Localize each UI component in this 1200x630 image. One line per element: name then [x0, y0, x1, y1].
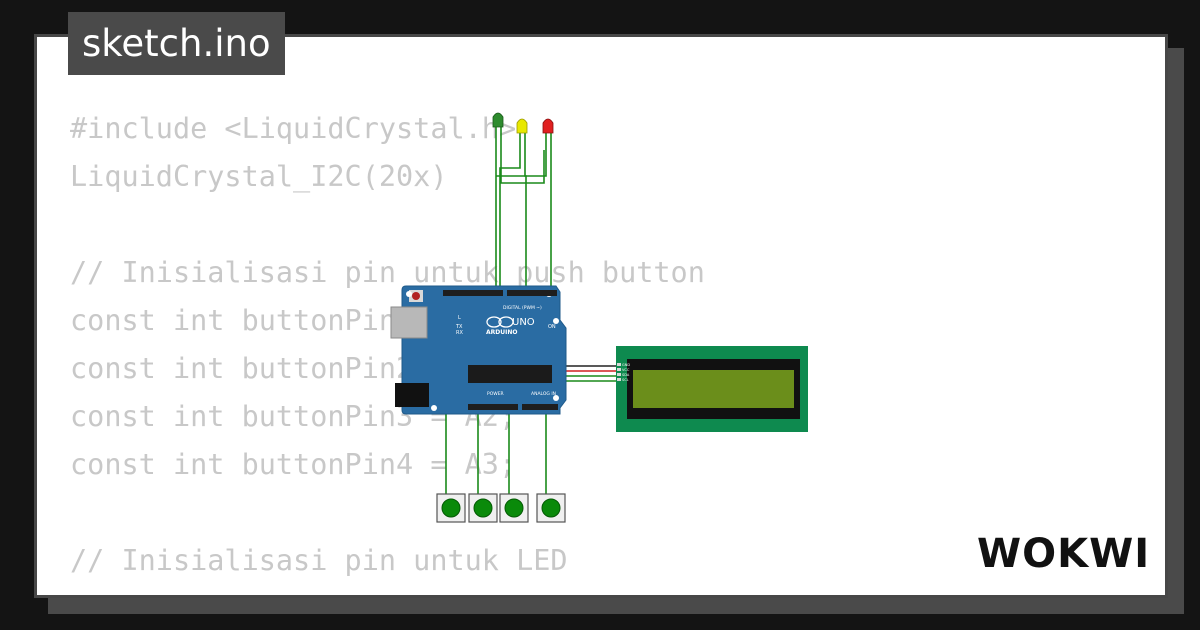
- atmega-chip: [468, 365, 552, 383]
- led-rx-label: RX: [456, 330, 463, 336]
- digital-header-right: [507, 290, 557, 296]
- code-line-1: #include <LiquidCrystal.h>: [70, 112, 517, 145]
- digital-header-left: [443, 290, 503, 296]
- uno-model-label: UNO: [512, 317, 535, 328]
- led-wires: [495, 127, 552, 288]
- analog-label: ANALOG IN: [531, 391, 556, 397]
- led-l-label: L: [458, 315, 461, 321]
- digital-label: DIGITAL (PWM ~): [503, 305, 542, 311]
- lcd-pins: [617, 363, 621, 381]
- mounting-hole: [553, 318, 559, 324]
- lcd-i2c-display[interactable]: GND VCC SDA SCL: [616, 346, 808, 432]
- lcd-pin-label: VCC: [622, 368, 630, 372]
- power-header: [468, 404, 518, 410]
- led-yellow[interactable]: [516, 118, 528, 134]
- wokwi-logo-text: WOKWI: [977, 531, 1150, 577]
- led-red[interactable]: [542, 118, 554, 134]
- power-jack: [395, 383, 429, 407]
- lcd-pin-label: SDA: [622, 373, 630, 377]
- led-on-label: ON: [548, 324, 556, 330]
- button-wires: [445, 404, 547, 494]
- code-line-10: // Inisialisasi pin untuk LED: [70, 544, 568, 577]
- analog-header: [522, 404, 558, 410]
- file-name-tag: sketch.ino: [68, 12, 285, 75]
- lcd-pin-label: SCL: [622, 378, 629, 382]
- code-line-11: const int redLedPin = 6;: [70, 585, 705, 595]
- mounting-hole: [431, 405, 437, 411]
- usb-port: [390, 306, 428, 339]
- led-green[interactable]: [492, 112, 504, 128]
- push-button-4[interactable]: [536, 493, 566, 523]
- power-label: POWER: [487, 391, 504, 397]
- push-button-2[interactable]: [468, 493, 498, 523]
- code-line-2: LiquidCrystal_I2C(20x): [70, 160, 448, 193]
- led-tx-label: TX: [455, 324, 463, 330]
- code-line-8: const int buttonPin4 = A3;: [70, 448, 517, 481]
- arduino-brand-label: ARDUINO: [486, 329, 517, 336]
- arduino-infinity-logo: [486, 316, 514, 328]
- reset-button-cap: [412, 292, 420, 300]
- wokwi-logo: WOKWI: [977, 531, 1150, 577]
- mounting-hole: [406, 291, 412, 297]
- preview-card: #include <LiquidCrystal.h> LiquidCrystal_…: [34, 34, 1168, 598]
- mounting-hole: [553, 395, 559, 401]
- push-button-1[interactable]: [436, 493, 466, 523]
- lcd-pin-label: GND: [622, 363, 630, 367]
- arduino-uno-board[interactable]: DIGITAL (PWM ~) ARDUINO UNO ANALOG IN PO…: [390, 285, 567, 415]
- push-button-3[interactable]: [499, 493, 529, 523]
